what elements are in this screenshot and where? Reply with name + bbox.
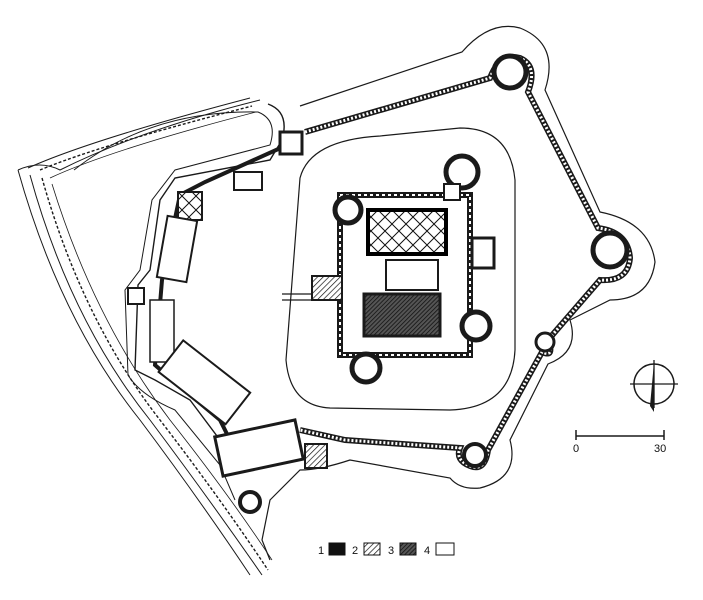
west-gallery <box>149 299 175 363</box>
keep-east-annex <box>470 236 496 270</box>
legend-swatch-dense <box>399 542 417 556</box>
legend-label-1: 1 <box>318 545 324 557</box>
west-range-building <box>155 214 199 284</box>
legend-label-2: 2 <box>352 545 358 557</box>
bastion-northeast <box>491 53 529 91</box>
southwest-range <box>157 338 252 426</box>
keep-tower-nw <box>332 194 364 226</box>
legend-swatch-hatch <box>363 542 381 556</box>
legend-label-3: 3 <box>388 545 394 557</box>
scale-end-label: 30 <box>654 443 666 455</box>
legend-swatch-solid <box>328 542 346 556</box>
keep-north-hall <box>366 208 448 256</box>
keep-north-gate <box>443 183 461 201</box>
legend-label-4: 4 <box>424 545 430 557</box>
southwest-bastion <box>238 490 262 514</box>
keep-west-gate <box>311 275 343 301</box>
south-gatehouse <box>212 418 306 478</box>
north-arrow-icon <box>630 360 678 412</box>
keep-south-hall <box>362 292 442 338</box>
keep-courtyard <box>385 259 439 291</box>
keep-tower-sw <box>349 351 383 385</box>
bastion-east-small <box>534 331 556 353</box>
scale-start-label: 0 <box>573 443 579 455</box>
legend-swatch-blank <box>435 542 455 556</box>
inner-moat <box>285 127 516 411</box>
keep-tower-se <box>459 309 493 343</box>
keep-tower-ne <box>443 153 481 191</box>
scale-bar: 0 30 <box>573 430 666 455</box>
south-tower <box>304 443 328 469</box>
bastion-southeast <box>462 442 488 468</box>
tower-northwest <box>177 191 203 221</box>
north-gate <box>278 130 304 156</box>
moat-outer-line <box>261 25 656 561</box>
bastion-east <box>590 230 630 270</box>
west-tower-small <box>127 287 145 305</box>
river-bank-west <box>17 99 261 576</box>
west-outer-rampart <box>134 103 285 471</box>
legend: 1 2 3 4 <box>318 542 455 557</box>
north-gate-annex <box>233 171 263 191</box>
